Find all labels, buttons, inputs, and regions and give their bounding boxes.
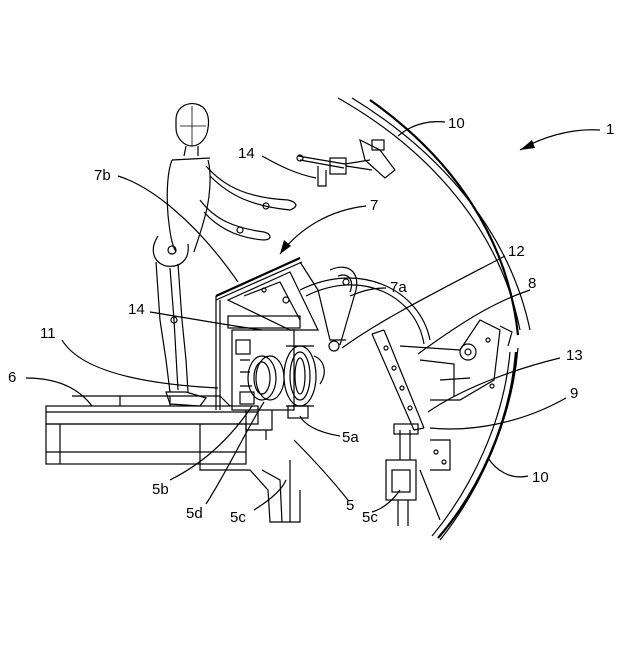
wall-bracket	[400, 320, 512, 400]
label-1: 1	[606, 121, 614, 138]
guide-rail	[372, 330, 424, 430]
floor-platform	[46, 396, 300, 522]
human-figure	[153, 104, 296, 406]
leader-lines	[26, 122, 600, 512]
label-5d: 5d	[186, 505, 203, 522]
label-14-top: 14	[238, 145, 255, 162]
label-12: 12	[508, 243, 525, 260]
label-5: 5	[346, 497, 354, 514]
label-13: 13	[566, 347, 583, 364]
label-7b: 7b	[94, 167, 111, 184]
label-8: 8	[528, 275, 536, 292]
label-11: 11	[40, 325, 56, 342]
fuselage-shell	[338, 98, 530, 540]
label-5a: 5a	[342, 429, 359, 446]
label-14-mid: 14	[128, 301, 145, 318]
label-10-bottom: 10	[532, 469, 549, 486]
label-5b: 5b	[152, 481, 169, 498]
label-5c-right: 5c	[362, 509, 378, 526]
label-5c-left: 5c	[230, 509, 246, 526]
label-7: 7	[370, 197, 378, 214]
label-10-top: 10	[448, 115, 465, 132]
label-7a: 7a	[390, 279, 407, 296]
lower-mechanism	[386, 424, 450, 526]
upper-lever-assembly	[297, 155, 372, 186]
label-9: 9	[570, 385, 578, 402]
drive-unit	[228, 316, 324, 440]
label-6: 6	[8, 369, 16, 386]
